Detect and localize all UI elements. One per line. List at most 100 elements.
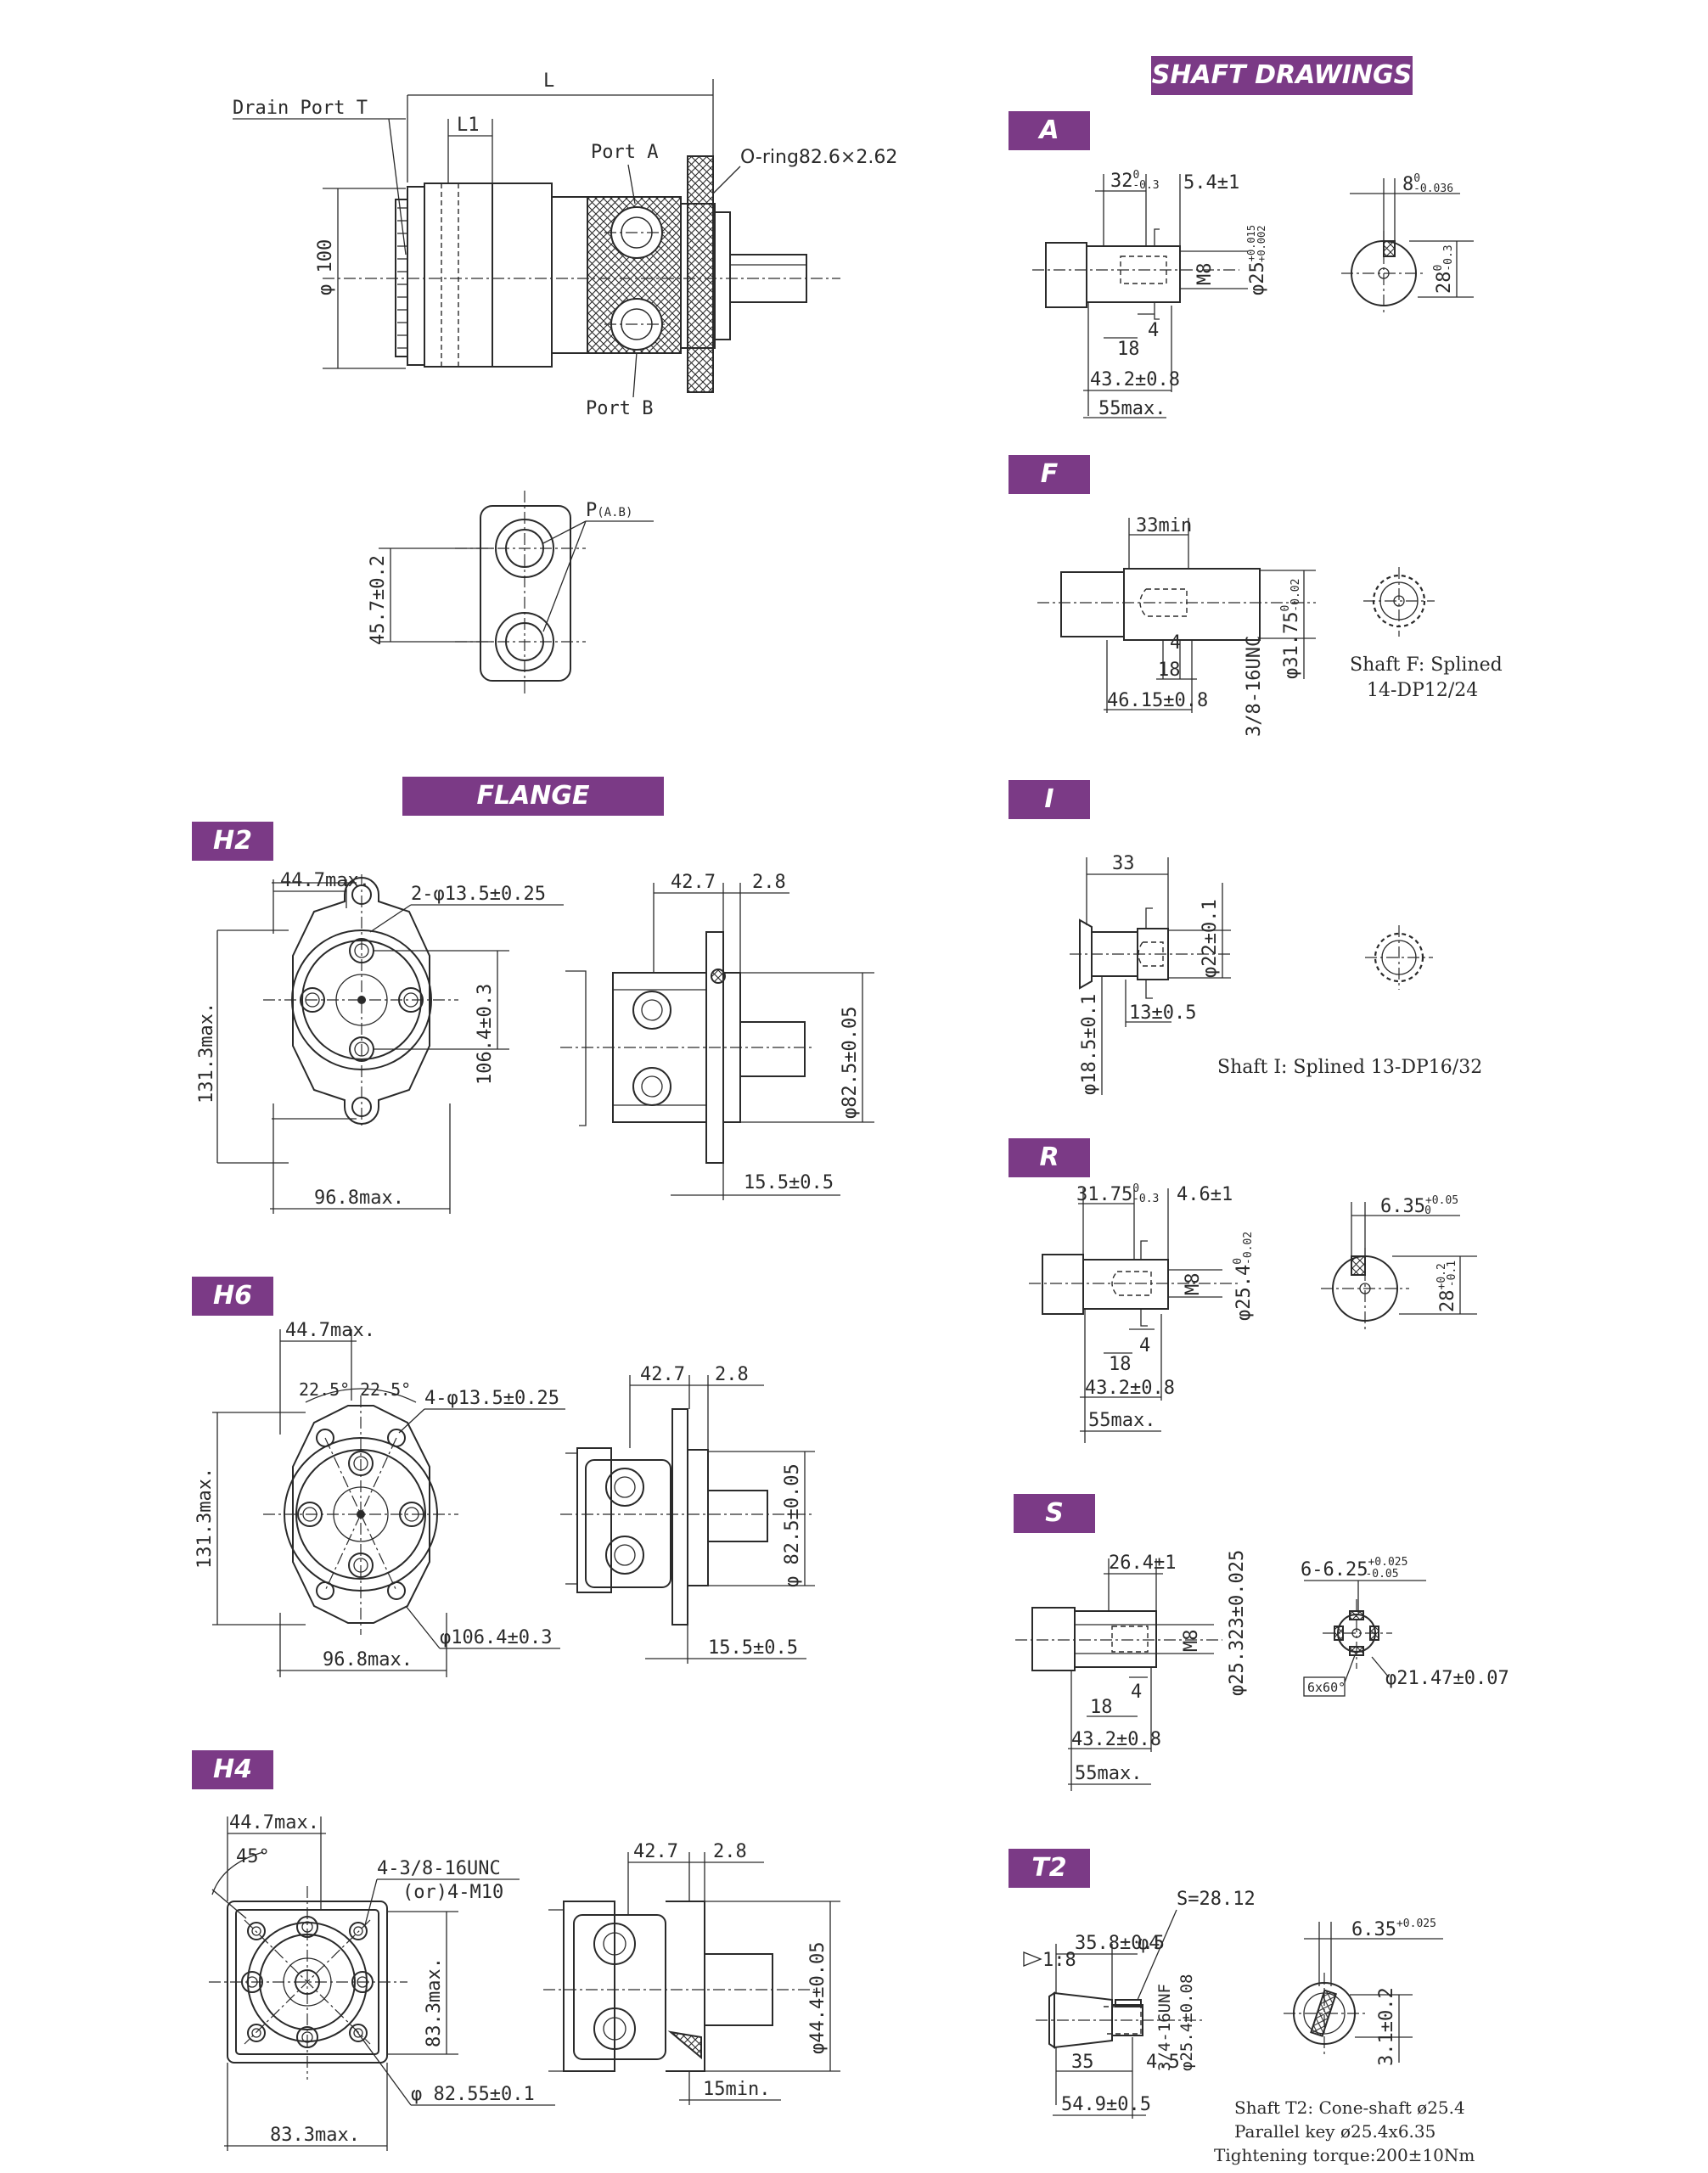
- shaft-s-m8: M8: [1181, 1630, 1202, 1653]
- shaft-r-key-28-tol: +0.2: [1436, 1263, 1448, 1289]
- shaft-r-dim-46: 4.6±1: [1177, 1184, 1233, 1205]
- h6-dim-825: φ 82.5±0.05: [782, 1463, 803, 1587]
- h2-dim-825: φ82.5±0.05: [840, 1007, 861, 1119]
- h2-holes: 2-φ13.5±0.25: [411, 884, 546, 905]
- h6-dim-1064: φ106.4±0.3: [440, 1627, 552, 1648]
- shaft-t2-key-635: 6.35+0.025: [1351, 1918, 1436, 1940]
- shaft-s-key-60: 6x60°: [1307, 1680, 1346, 1695]
- shaft-t2-dim-4: φ4: [1138, 1933, 1160, 1954]
- shaft-tag-i: I: [1009, 780, 1090, 819]
- flange-tag-h4: H4: [192, 1750, 273, 1789]
- shaft-t2-dim-35: 35: [1071, 2052, 1094, 2073]
- shaft-tag-a: A: [1009, 111, 1090, 150]
- shaft-t2-dim-549: 54.9±0.5: [1061, 2094, 1151, 2115]
- h4-dim-427: 42.7: [633, 1841, 678, 1862]
- shaft-a-m8: M8: [1194, 263, 1216, 286]
- shaft-r-dim-3175-val: 31.75: [1076, 1184, 1132, 1205]
- h6-dim-427: 42.7: [640, 1364, 685, 1385]
- shaft-t2-taper: 1:8: [1042, 1950, 1076, 1971]
- flange-h2-front-view: 131.3max. 106.4±0.3 44.7max. 2-φ13.5±0.2…: [196, 870, 564, 1214]
- h2-dim-155: 15.5±0.5: [744, 1172, 834, 1193]
- shaft-drawings-heading: SHAFT DRAWINGS: [1151, 56, 1413, 95]
- shaft-i-phi185: φ18.5±0.1: [1079, 994, 1100, 1095]
- shaft-r-phi254-tol: -0.02: [1242, 1232, 1255, 1265]
- shaft-r-dim-55: 55max.: [1088, 1410, 1155, 1431]
- shaft-a-dim-4: 4: [1148, 320, 1159, 341]
- p-label-sub: (A.B): [597, 506, 632, 519]
- motor-side-view: L L1 φ 100 Drain Port T Port A Port B O-…: [233, 70, 897, 419]
- dim-l1: L1: [457, 115, 480, 136]
- shaft-r-dim-432: 43.2±0.8: [1085, 1378, 1175, 1399]
- shaft-i-spline-icon: [1365, 925, 1433, 990]
- shaft-tag-s: S: [1014, 1494, 1095, 1533]
- dim-l: L: [543, 70, 554, 92]
- shaft-a-key-8-tol: -0.036: [1413, 182, 1453, 195]
- shaft-f-drawing: 33min 4 18 46.15±0.8 3/8-16UNC φ31.750-0…: [1037, 515, 1503, 737]
- shaft-a-phi25-tol-lo: +0.002: [1256, 226, 1267, 262]
- shaft-tag-f: F: [1009, 455, 1090, 494]
- shaft-i-dim-135: 13±0.5: [1129, 1002, 1196, 1024]
- shaft-a-key-28-val: 28: [1434, 272, 1455, 295]
- shaft-f-unc: 3/8-16UNC: [1244, 636, 1265, 737]
- h6-angle-a: 22.5°: [299, 1379, 350, 1400]
- h2-dim-28: 2.8: [752, 872, 786, 893]
- shaft-a-dim-55: 55max.: [1098, 398, 1166, 419]
- shaft-s-dim-432: 43.2±0.8: [1071, 1729, 1161, 1750]
- shaft-t2-phi254: φ25.4±0.08: [1177, 1974, 1196, 2071]
- flange-tag-h6: H6: [192, 1277, 273, 1316]
- flange-h4-side-view: 42.7 2.8 φ44.4±0.05 15min.: [543, 1841, 840, 2105]
- p-label-main: P: [586, 500, 597, 521]
- shaft-i-phi22: φ22±0.1: [1200, 899, 1221, 978]
- h4-dim-833v: 83.3max.: [424, 1957, 445, 2047]
- p-label: P(A.B): [586, 500, 632, 521]
- h4-dim-8255: φ 82.55±0.1: [411, 2084, 535, 2105]
- shaft-a-key-28-tol: -0.3: [1442, 244, 1455, 271]
- shaft-a-dim-432: 43.2±0.8: [1090, 369, 1180, 390]
- shaft-s-key-2147: φ21.47±0.07: [1385, 1668, 1509, 1689]
- shaft-a-key-8-up: 0: [1413, 172, 1420, 185]
- shaft-r-dim-3175-up: 0: [1132, 1182, 1139, 1195]
- h2-dim-1064: 106.4±0.3: [475, 984, 496, 1085]
- shaft-t2-key-635-val: 6.35: [1351, 1919, 1396, 1940]
- shaft-i-note: Shaft I: Splined 13-DP16/32: [1217, 1057, 1482, 1078]
- dim-phi100: φ 100: [315, 239, 336, 295]
- shaft-r-dim-18: 18: [1109, 1354, 1132, 1375]
- shaft-r-key-635-lo: 0: [1424, 1204, 1431, 1217]
- shaft-a-key-28: 280-0.3: [1432, 244, 1455, 294]
- shaft-f-note2: 14-DP12/24: [1367, 680, 1478, 701]
- h6-holes: 4-φ13.5±0.25: [424, 1388, 559, 1409]
- shaft-r-key-635-val: 6.35: [1380, 1196, 1425, 1217]
- shaft-t2-dim-358: 35.8±0.5: [1075, 1933, 1165, 1954]
- h4-dim-833h: 83.3max.: [270, 2125, 360, 2146]
- shaft-r-key-28-tol2: -0.1: [1446, 1261, 1458, 1287]
- shaft-r-phi254-up: 0: [1232, 1258, 1244, 1265]
- h6-dim-155: 15.5±0.5: [708, 1637, 798, 1659]
- shaft-f-dim-18: 18: [1158, 660, 1181, 681]
- shaft-f-phi3175: φ31.750-0.02: [1279, 579, 1302, 679]
- port-a-label: Port A: [591, 142, 658, 163]
- drain-port-label: Drain Port T: [233, 98, 368, 119]
- shaft-t2-unf: 3/4-16UNF: [1155, 1984, 1174, 2071]
- shaft-a-dim-32-up: 0: [1133, 169, 1140, 182]
- shaft-s-key-625-val: 6-6.25: [1301, 1559, 1368, 1581]
- shaft-r-phi254: φ25.40-0.02: [1232, 1232, 1255, 1321]
- h4-thread2: (or)4-M10: [402, 1882, 503, 1903]
- shaft-a-dim-32-val: 32: [1110, 171, 1133, 192]
- shaft-a-dim-32: 320-0.3: [1110, 169, 1160, 192]
- h6-dim-447: 44.7max.: [285, 1320, 375, 1341]
- shaft-f-note1: Shaft F: Splined: [1350, 654, 1503, 676]
- shaft-t2-drawing: 35.8±0.5 φ4 S=28.12 1:8 3/4-16UNF φ25.4±…: [1023, 1889, 1475, 2165]
- shaft-a-phi25-val: φ25: [1247, 261, 1268, 295]
- shaft-f-dim-33: 33min: [1136, 515, 1192, 536]
- shaft-a-phi25-tol-up: +0.015: [1245, 225, 1257, 261]
- shaft-r-m8: M8: [1183, 1273, 1204, 1296]
- h2-dim-447: 44.7max.: [280, 870, 370, 891]
- shaft-f-phi3175-val: φ31.75: [1281, 612, 1302, 679]
- shaft-r-drawing: 31.750-0.3 4.6±1 M8 φ25.40-0.02 4 18 43.…: [1029, 1182, 1477, 1443]
- shaft-a-phi25: φ25+0.015+0.002: [1245, 225, 1268, 295]
- shaft-i-dim-33: 33: [1112, 853, 1135, 874]
- shaft-a-key-8: 80-0.036: [1402, 172, 1453, 195]
- shaft-s-key-625-tol-up: +0.025: [1368, 1556, 1407, 1569]
- shaft-s-dim-264: 26.4±1: [1109, 1553, 1176, 1574]
